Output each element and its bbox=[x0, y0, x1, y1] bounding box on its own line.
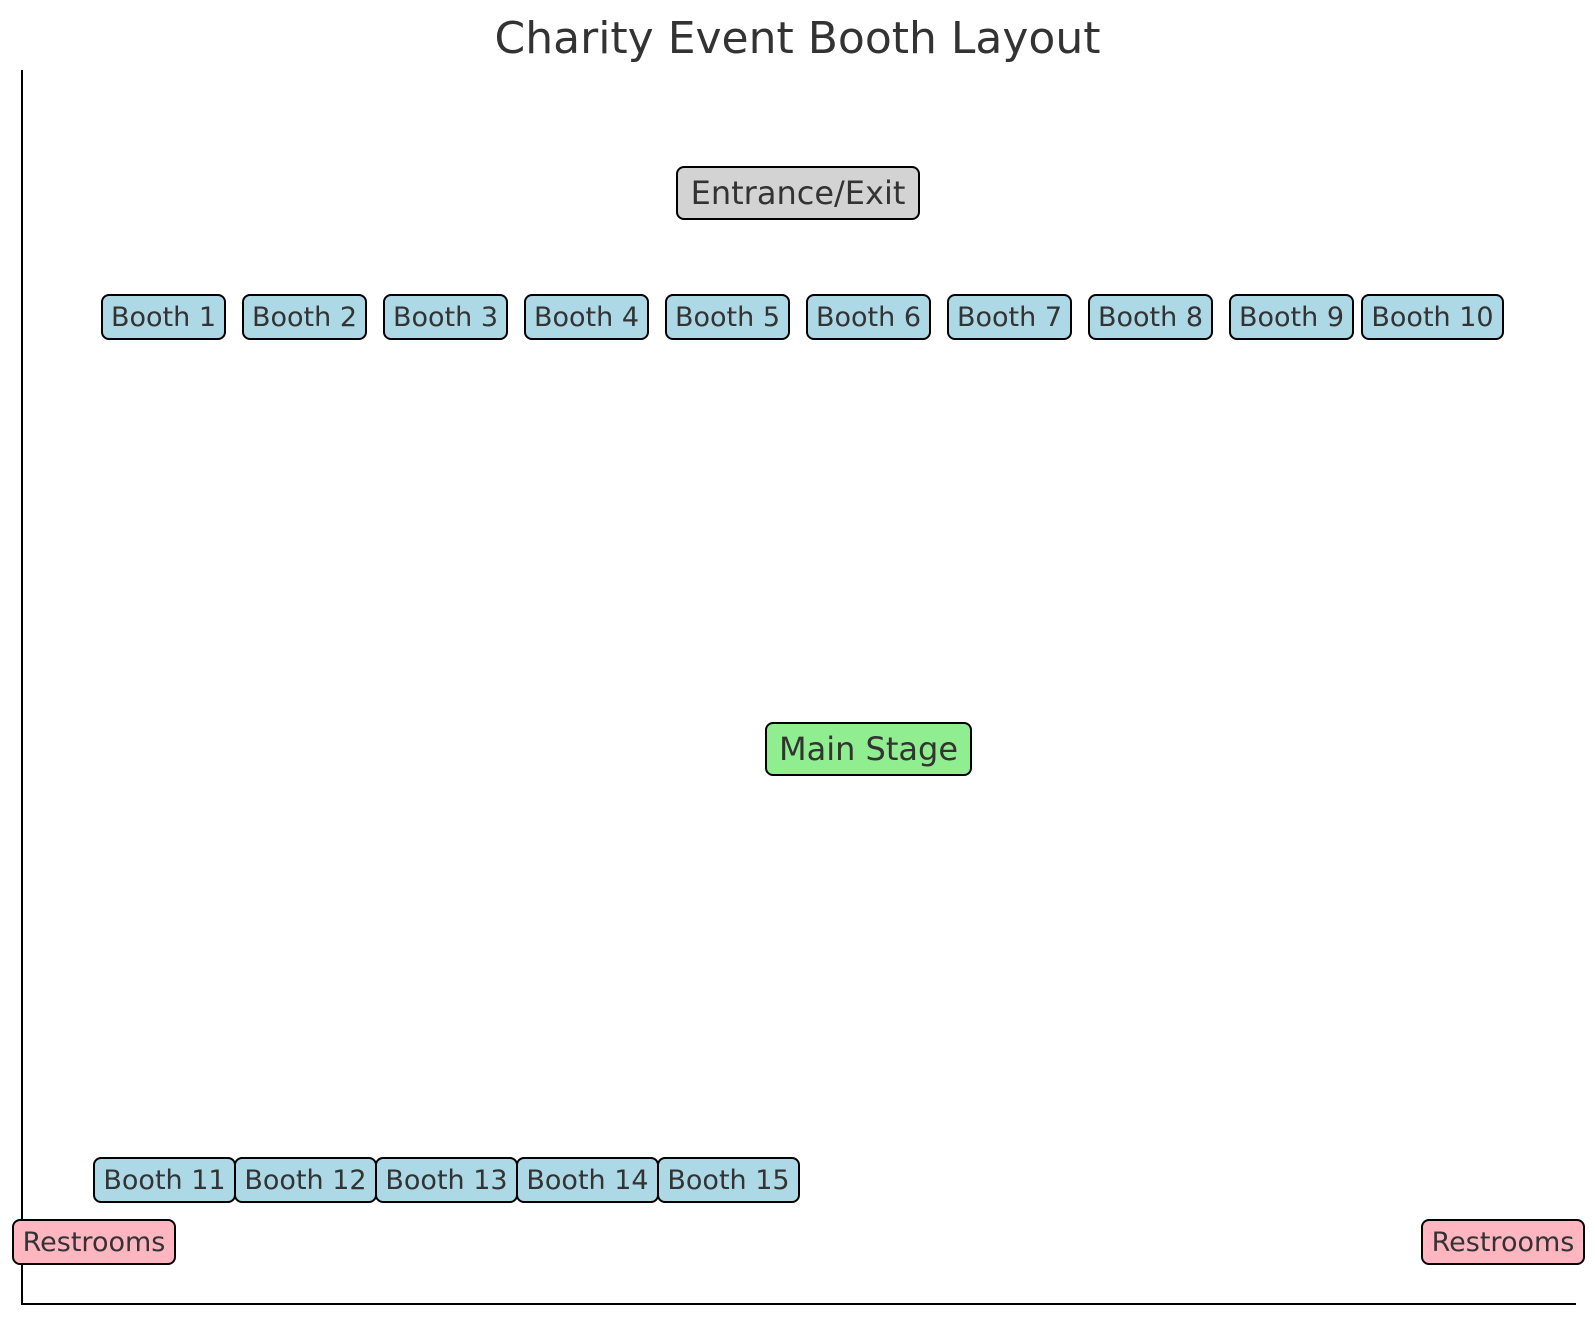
main-stage-box: Main Stage bbox=[765, 722, 972, 776]
booth-12: Booth 12 bbox=[234, 1157, 377, 1203]
booth-2: Booth 2 bbox=[242, 294, 367, 340]
booth-5: Booth 5 bbox=[665, 294, 790, 340]
booth-8: Booth 8 bbox=[1088, 294, 1213, 340]
booth-13: Booth 13 bbox=[375, 1157, 518, 1203]
booth-4: Booth 4 bbox=[524, 294, 649, 340]
left-border-line bbox=[21, 70, 23, 1305]
booth-15: Booth 15 bbox=[657, 1157, 800, 1203]
bottom-border-line bbox=[21, 1303, 1576, 1305]
booth-1: Booth 1 bbox=[101, 294, 226, 340]
restrooms-left: Restrooms bbox=[12, 1219, 176, 1265]
booth-6: Booth 6 bbox=[806, 294, 931, 340]
entrance-exit-box: Entrance/Exit bbox=[676, 166, 920, 220]
booth-9: Booth 9 bbox=[1229, 294, 1354, 340]
booth-11: Booth 11 bbox=[93, 1157, 236, 1203]
booth-7: Booth 7 bbox=[947, 294, 1072, 340]
diagram-title: Charity Event Booth Layout bbox=[494, 13, 1101, 64]
booth-3: Booth 3 bbox=[383, 294, 508, 340]
booth-10: Booth 10 bbox=[1361, 294, 1504, 340]
booth-14: Booth 14 bbox=[516, 1157, 659, 1203]
restrooms-right: Restrooms bbox=[1421, 1219, 1585, 1265]
